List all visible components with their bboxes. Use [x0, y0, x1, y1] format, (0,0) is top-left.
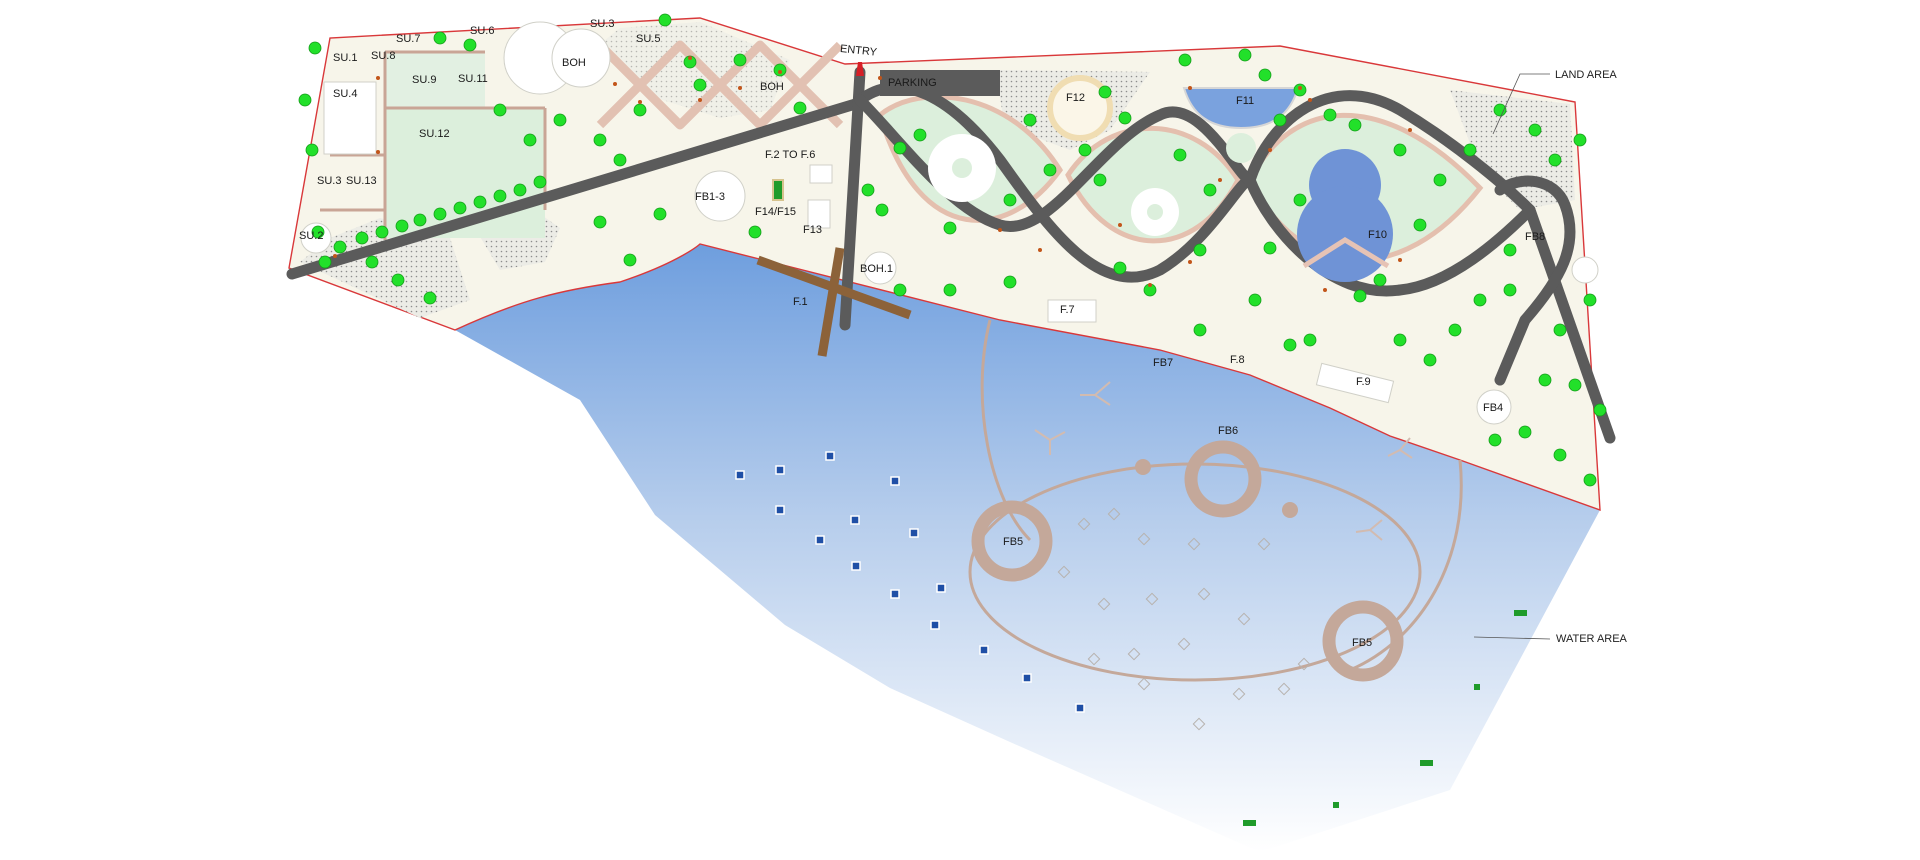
- label-su9: SU.9: [412, 74, 436, 86]
- label-f7: F.7: [1060, 304, 1075, 316]
- f13-building: [807, 199, 831, 229]
- label-su2: SU.2: [299, 230, 323, 242]
- label-boh-right: BOH: [760, 81, 784, 93]
- loop1-core: [952, 158, 972, 178]
- label-f1: F.1: [793, 296, 808, 308]
- fb4-circle: [1476, 389, 1512, 425]
- f14-f15-marker: [772, 179, 784, 201]
- label-f13: F13: [803, 224, 822, 236]
- trees: [298, 13, 1607, 487]
- f12-ring: [1047, 75, 1113, 141]
- label-fb6: FB6: [1218, 425, 1238, 437]
- label-f8: F.8: [1230, 354, 1245, 366]
- label-su3-left: SU.3: [317, 175, 341, 187]
- label-fb7: FB7: [1153, 357, 1173, 369]
- label-f14-f15: F14/F15: [755, 206, 796, 218]
- label-parking: PARKING: [888, 77, 937, 89]
- fb13-circle: [694, 170, 746, 222]
- label-fb4: FB4: [1483, 402, 1503, 414]
- label-f10: F10: [1368, 229, 1387, 241]
- hatched-zone: [595, 22, 790, 118]
- map-labels: SU.1 SU.2 SU.3 SU.3 SU.4 SU.5 SU.6 SU.7 …: [299, 18, 1545, 649]
- label-su8: SU.8: [371, 50, 395, 62]
- green-markers: [1243, 610, 1527, 826]
- zigzag-path: [596, 40, 844, 130]
- label-f2-to-f6: F.2 TO F.6: [765, 149, 815, 161]
- f10-deck: [1302, 237, 1390, 269]
- label-f9: F.9: [1356, 376, 1371, 388]
- su4-building: [323, 81, 377, 155]
- floating-nodes: [1135, 459, 1298, 518]
- water-area-label: WATER AREA: [1556, 633, 1628, 645]
- pier-f1: [756, 247, 912, 357]
- boh-circle-2: [551, 28, 611, 88]
- label-fb8: FB8: [1525, 231, 1545, 243]
- parking-area: [880, 70, 1000, 96]
- label-fb5-left: FB5: [1003, 536, 1023, 548]
- boh1-circle: [863, 251, 897, 285]
- f2-building: [809, 164, 833, 184]
- label-boh1: BOH.1: [860, 263, 893, 275]
- f7-building: [1047, 299, 1097, 323]
- tri-spokes: [1034, 381, 1413, 541]
- buildings: [300, 21, 1599, 425]
- label-su1: SU.1: [333, 52, 357, 64]
- fb8-circle: [1571, 256, 1599, 284]
- label-su5: SU.5: [636, 33, 660, 45]
- f11-pool: [1182, 87, 1300, 130]
- path-lights: [333, 56, 1412, 292]
- fb5-left-ring: [971, 500, 1053, 582]
- label-f12: F12: [1066, 92, 1085, 104]
- lawn: [385, 52, 485, 108]
- roads: [286, 66, 1616, 444]
- legend-water-area: WATER AREA: [1473, 633, 1628, 645]
- legend-land-area: LAND AREA: [1492, 69, 1617, 135]
- left-pathways: [320, 50, 547, 240]
- f9-building: [1315, 362, 1395, 404]
- label-entry: ENTRY: [839, 43, 878, 59]
- loop2-core: [1147, 204, 1163, 220]
- label-su12: SU.12: [419, 128, 450, 140]
- label-su4: SU.4: [333, 88, 357, 100]
- water-area: [455, 244, 1600, 852]
- entry-marker: [856, 62, 864, 76]
- label-su3-top: SU.3: [590, 18, 614, 30]
- label-f11: F11: [1236, 95, 1254, 107]
- fb5-right-ring: [1322, 600, 1404, 682]
- label-su13: SU.13: [346, 175, 377, 187]
- buoys: [735, 451, 1085, 713]
- label-su11: SU.11: [458, 73, 488, 85]
- land-area-label: LAND AREA: [1555, 69, 1617, 81]
- label-boh-left: BOH: [562, 57, 586, 69]
- f11-island: [1226, 133, 1256, 163]
- label-fb5-right: FB5: [1352, 637, 1372, 649]
- fb6-ring: [1184, 440, 1262, 518]
- floating-structures: [968, 319, 1463, 682]
- floating-diamonds: [1057, 507, 1311, 731]
- label-fb1-3: FB1-3: [695, 191, 725, 203]
- label-su7: SU.7: [396, 33, 420, 45]
- label-su6: SU.6: [470, 25, 494, 37]
